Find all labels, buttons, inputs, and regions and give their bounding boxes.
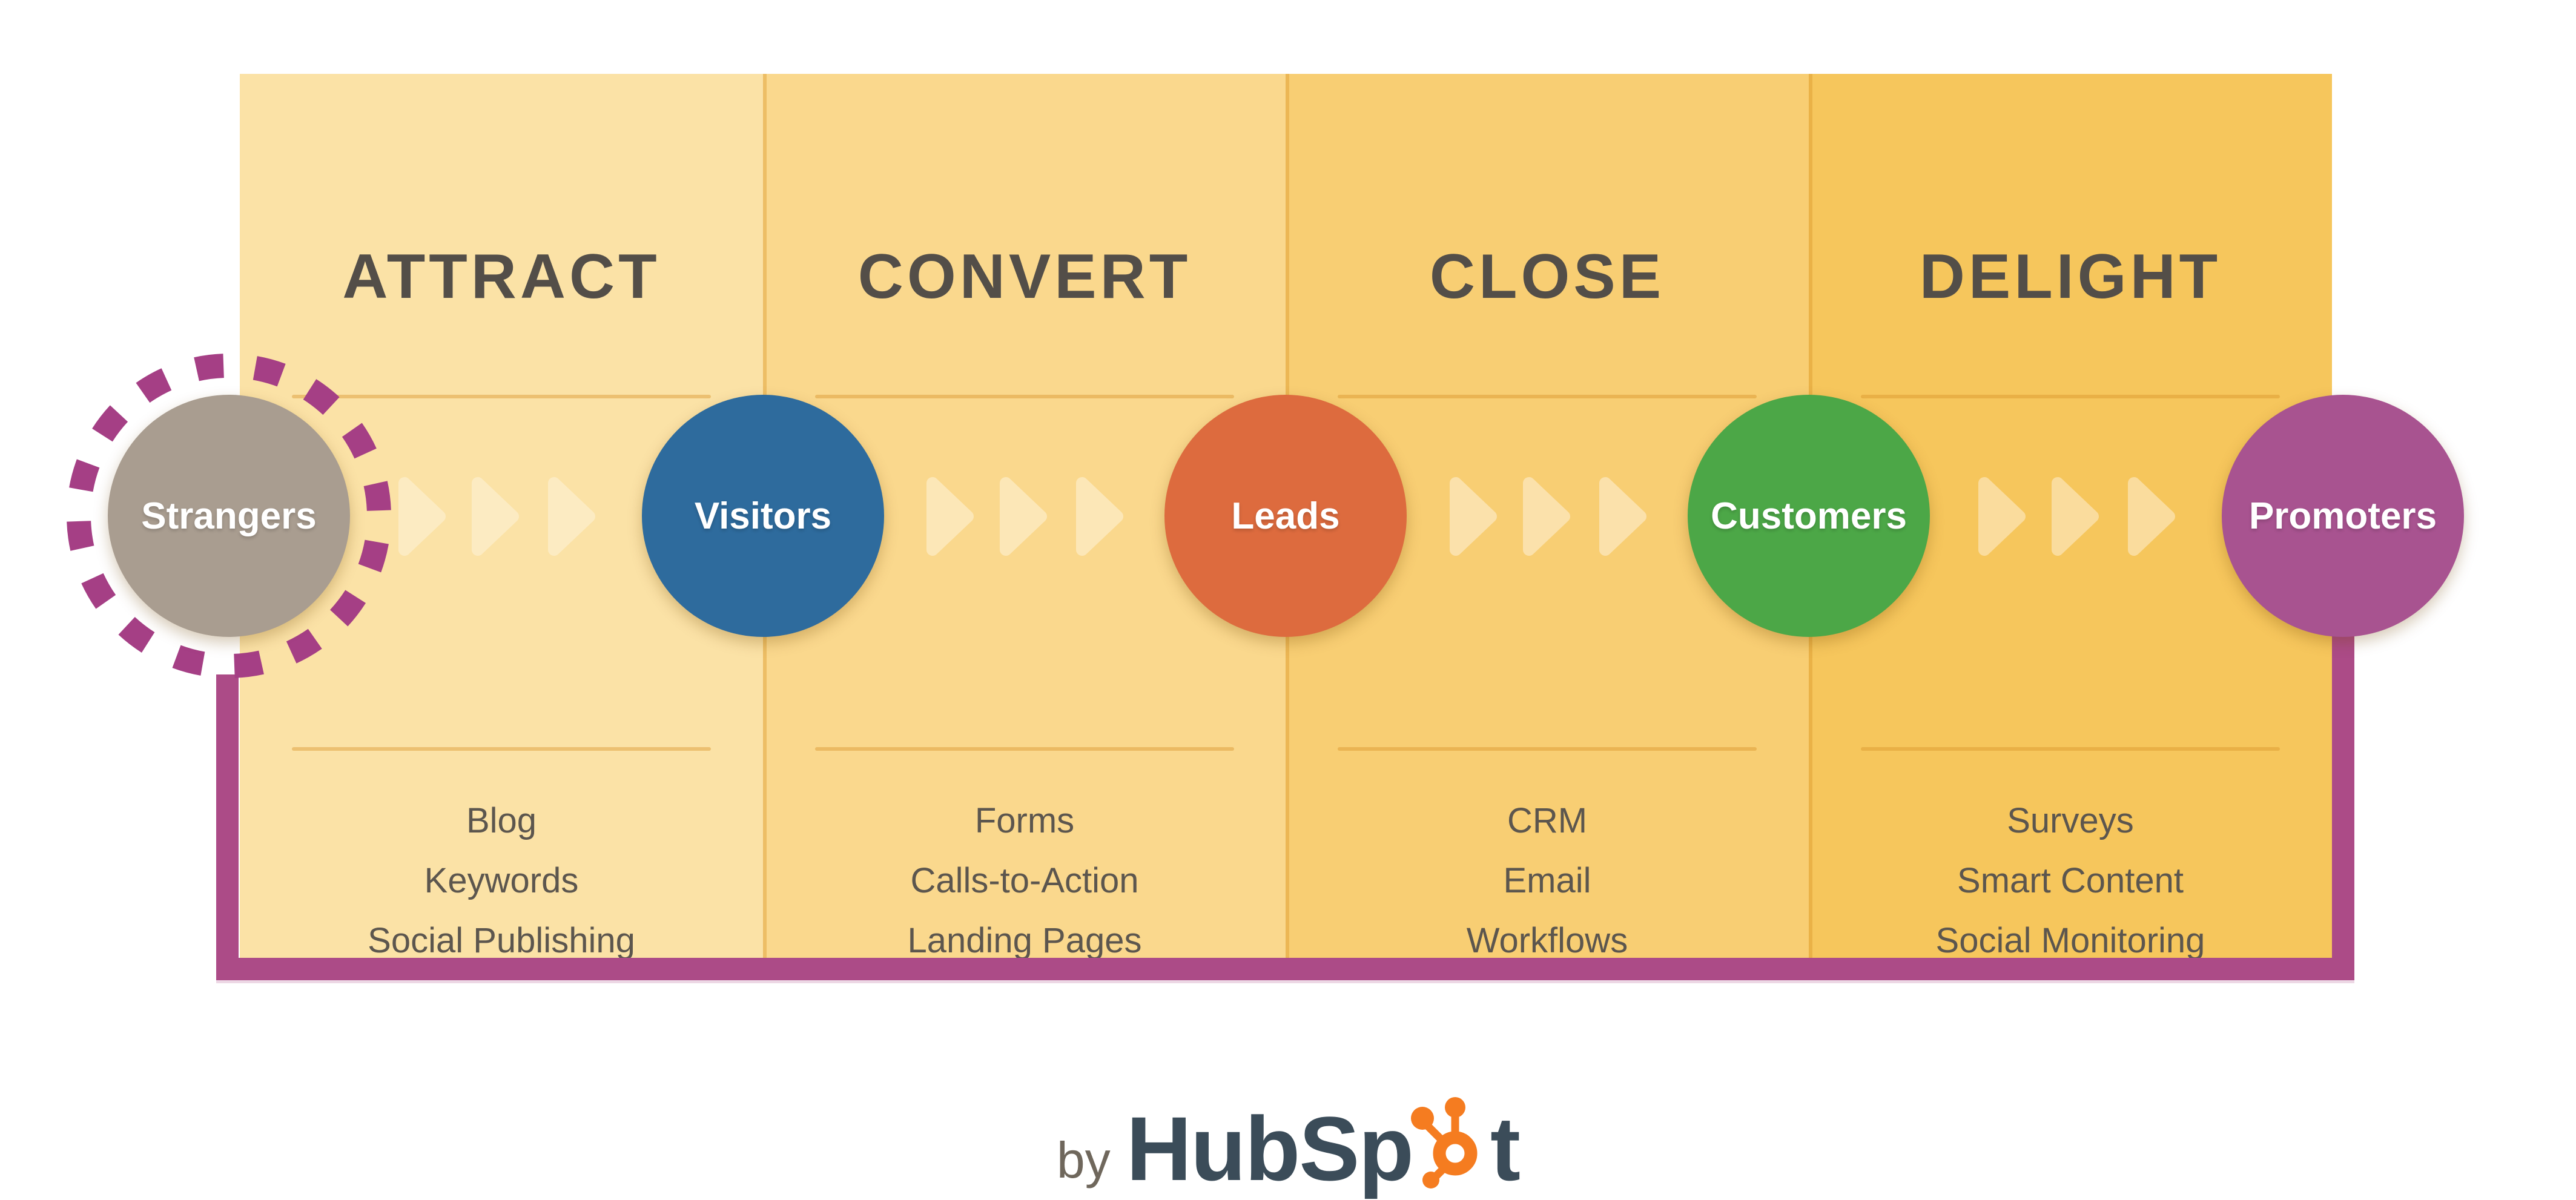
arrow-right-icon [1599, 477, 1646, 556]
tool-item: Blog [466, 801, 537, 840]
arrow-right-icon [1523, 477, 1570, 556]
divider-line [1338, 395, 1757, 398]
tool-item: Landing Pages [907, 921, 1142, 960]
arrow-group [397, 476, 597, 557]
tool-list-delight: Surveys Smart Content Social Monitoring [1809, 791, 2332, 971]
tool-item: Smart Content [1957, 861, 2184, 900]
arrow-group [925, 476, 1125, 557]
arrow-group [1448, 476, 1648, 557]
by-label: by [1057, 1132, 1111, 1188]
arrow-right-icon [472, 477, 519, 556]
tool-item: Forms [974, 801, 1075, 840]
tool-item: Email [1503, 861, 1591, 900]
tool-item: Workflows [1466, 921, 1628, 960]
stage-heading-attract: ATTRACT [342, 242, 661, 312]
audience-circle-leads: Leads [1164, 395, 1407, 637]
arrow-right-icon [2128, 477, 2175, 556]
divider-line [815, 395, 1234, 398]
footer-credit: by HubSp t [0, 1055, 2576, 1194]
audience-label: Visitors [694, 495, 832, 537]
hubspot-sprocket-icon [1411, 1097, 1478, 1188]
arrow-right-icon [926, 477, 974, 556]
tool-list-attract: Blog Keywords Social Publishing [240, 791, 763, 971]
audience-circle-promoters: Promoters [2222, 395, 2464, 637]
loop-line-right [2332, 633, 2354, 980]
tool-list-convert: Forms Calls-to-Action Landing Pages [763, 791, 1286, 971]
audience-circle-visitors: Visitors [642, 395, 884, 637]
tool-item: Keywords [424, 861, 579, 900]
audience-label: Promoters [2248, 495, 2437, 537]
loop-line-bottom [216, 958, 2354, 980]
audience-label: Strangers [141, 495, 317, 537]
hubspot-wordmark: HubSp [1126, 1098, 1414, 1199]
tool-item: Surveys [2007, 801, 2134, 840]
arrow-right-icon [548, 477, 595, 556]
arrow-right-icon [1978, 477, 2026, 556]
arrow-right-icon [1000, 477, 1047, 556]
loop-line-left [216, 674, 239, 980]
audience-label: Leads [1231, 495, 1340, 537]
divider-line [1861, 747, 2280, 751]
divider-line [1338, 747, 1757, 751]
arrow-right-icon [1076, 477, 1123, 556]
divider-line [292, 395, 711, 398]
arrow-right-icon [2052, 477, 2099, 556]
arrow-right-icon [398, 477, 446, 556]
divider-line [815, 747, 1234, 751]
arrow-group [1977, 476, 2177, 557]
divider-line [292, 747, 711, 751]
stage-heading-close: CLOSE [1429, 242, 1665, 312]
stage-heading-delight: DELIGHT [1919, 242, 2222, 312]
tool-item: Social Publishing [368, 921, 635, 960]
audience-circle-strangers: Strangers [108, 395, 350, 637]
divider-line [1861, 395, 2280, 398]
tool-list-close: CRM Email Workflows [1286, 791, 1809, 971]
tool-item: CRM [1507, 801, 1588, 840]
arrow-right-icon [1450, 477, 1497, 556]
audience-label: Customers [1711, 495, 1907, 537]
tool-item: Social Monitoring [1935, 921, 2205, 960]
hubspot-wordmark: t [1490, 1098, 1521, 1199]
audience-circle-customers: Customers [1688, 395, 1930, 637]
tool-item: Calls-to-Action [910, 861, 1139, 900]
stage-heading-convert: CONVERT [857, 242, 1192, 312]
dashed-ring-icon [67, 354, 391, 678]
